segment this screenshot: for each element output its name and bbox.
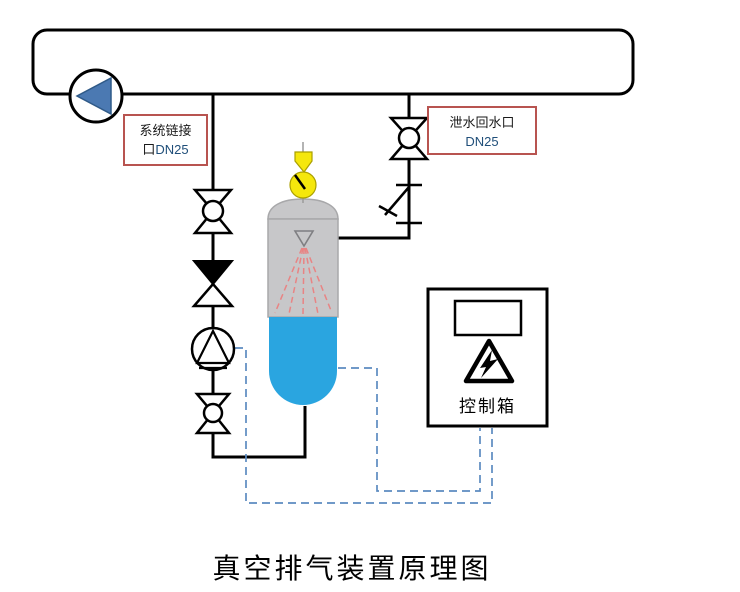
drain-valve-icon <box>388 116 430 161</box>
shutoff-valve-lower-icon <box>194 392 232 435</box>
page-title: 真空排气装置原理图 <box>212 554 492 585</box>
main-pipe <box>31 28 635 96</box>
system-connection-label: 系统链接 口DN25 <box>123 114 208 166</box>
vacuum-tank <box>267 198 339 405</box>
spray-lines <box>274 247 333 315</box>
drain-return-label-line1: 泄水回水口 <box>449 115 515 130</box>
system-connection-label-line1: 系统链接 <box>139 123 192 138</box>
balance-valve-icon <box>378 183 422 225</box>
gauge-assembly <box>289 142 317 203</box>
tank-control-wire <box>338 367 481 492</box>
system-connection-label-line2: 口DN25 <box>142 142 189 157</box>
warning-lightning-icon <box>463 338 515 384</box>
pump-impeller-triangle <box>75 76 112 116</box>
bottom-return-pipe <box>211 406 307 459</box>
control-box-label: 控制箱 <box>459 397 516 416</box>
air-vent-icon <box>294 151 313 173</box>
shutoff-valve-upper-icon <box>192 188 234 235</box>
drain-return-label-line2: DN25 <box>465 134 499 149</box>
control-wires <box>235 347 493 504</box>
circulation-pump-icon <box>68 68 124 124</box>
vacuum-pump-icon <box>190 326 236 372</box>
gauge-needle <box>293 174 307 190</box>
drain-return-label: 泄水回水口 DN25 <box>427 106 537 155</box>
check-valve-icon <box>191 260 235 308</box>
control-box <box>426 287 549 428</box>
control-box-display <box>453 299 523 337</box>
tank-water <box>269 317 337 405</box>
pump-control-wire <box>235 347 493 504</box>
spray-nozzle-icon <box>293 230 315 248</box>
